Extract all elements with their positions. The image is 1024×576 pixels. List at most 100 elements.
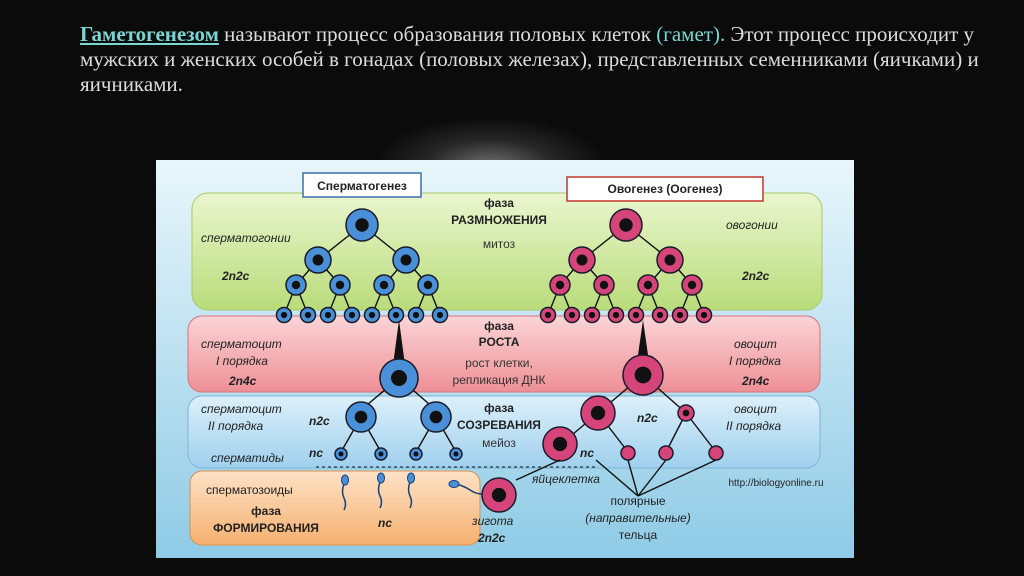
polar-bodies-label-2: (направительные) bbox=[585, 511, 690, 525]
female-polar-body-3 bbox=[658, 445, 674, 461]
phase3-process: мейоз bbox=[482, 436, 516, 450]
female-cell-l2-3 bbox=[681, 274, 703, 296]
phase1-name: РАЗМНОЖЕНИЯ bbox=[451, 213, 547, 227]
male-formula-5: nc bbox=[378, 516, 392, 530]
spermatogonia-label: сперматогонии bbox=[201, 231, 291, 245]
male-cell-l2-3 bbox=[417, 274, 439, 296]
oocyte1-label-b: I порядка bbox=[729, 354, 781, 368]
male-spermatocyte-2-1 bbox=[420, 401, 452, 433]
male-cell-l2-0 bbox=[285, 274, 307, 296]
intro-paragraph: Гаметогенезом называют процесс образован… bbox=[80, 22, 980, 97]
female-cell-l2-2 bbox=[637, 274, 659, 296]
female-egg-cell bbox=[542, 426, 578, 462]
phase-band-reproduction bbox=[191, 192, 823, 311]
phase1-label: фаза bbox=[484, 196, 514, 210]
intro-text-2: Этот процесс происходит у мужских и женс… bbox=[80, 22, 979, 96]
oocyte2-label-b: II порядка bbox=[726, 419, 782, 433]
male-cell-l2-2 bbox=[373, 274, 395, 296]
female-growth-wedge bbox=[637, 320, 649, 362]
female-cell-l3-0 bbox=[539, 306, 557, 324]
female-formula-2: 2n4c bbox=[741, 374, 770, 388]
intro-gametes: (гамет). bbox=[656, 22, 726, 46]
phase4-label: фаза bbox=[251, 504, 281, 518]
male-spermatocyte-1 bbox=[379, 358, 419, 398]
male-spermatid-0 bbox=[334, 447, 348, 461]
phase4-name: ФОРМИРОВАНИЯ bbox=[213, 521, 319, 535]
phase2-label: фаза bbox=[484, 319, 514, 333]
male-title-box bbox=[302, 172, 422, 198]
oocyte1-label-a: овоцит bbox=[734, 337, 777, 351]
spermatozoa-heads bbox=[341, 472, 460, 488]
female-cell-l3-4 bbox=[627, 306, 645, 324]
phase1-process: митоз bbox=[483, 237, 516, 251]
egg-to-zygote-line bbox=[515, 459, 561, 481]
spermatozoa-group bbox=[341, 481, 483, 511]
spermatozoon-tail-4 bbox=[455, 483, 483, 495]
male-cell-l3-0 bbox=[275, 306, 293, 324]
male-spermatid-3 bbox=[449, 447, 463, 461]
spermatozoon-head-4 bbox=[448, 480, 460, 488]
female-cell-l2-0 bbox=[549, 274, 571, 296]
female-polar-body-1 bbox=[677, 404, 695, 422]
female-cell-l3-2 bbox=[583, 306, 601, 324]
female-title: Овогенез (Оогенез) bbox=[608, 182, 723, 196]
phase2-process1: рост клетки, bbox=[465, 356, 533, 370]
spermatozoon-tail-1 bbox=[341, 483, 347, 511]
male-cell-l3-4 bbox=[363, 306, 381, 324]
phase3-name: СОЗРЕВАНИЯ bbox=[457, 418, 541, 432]
female-cell-root bbox=[609, 208, 643, 242]
spermatocyte2-label-b: II порядка bbox=[208, 419, 264, 433]
female-oocyte-2 bbox=[580, 395, 616, 431]
female-cell-l3-7 bbox=[695, 306, 713, 324]
spermatids-label: сперматиды bbox=[211, 451, 284, 465]
phase2-name: РОСТА bbox=[479, 335, 520, 349]
male-spermatocyte-2-0 bbox=[345, 401, 377, 433]
phase2-process2: репликация ДНК bbox=[453, 373, 546, 387]
polar-pointer-2 bbox=[637, 459, 667, 497]
male-cell-l3-7 bbox=[431, 306, 449, 324]
spermatozoon-tail-3 bbox=[407, 481, 413, 509]
female-cell-l3-5 bbox=[651, 306, 669, 324]
male-formula-4: nc bbox=[309, 446, 323, 460]
female-oocyte-1 bbox=[622, 354, 664, 396]
male-spermatid-2 bbox=[409, 447, 423, 461]
polar-pointer-1 bbox=[627, 459, 639, 497]
male-formula-2: 2n4c bbox=[228, 374, 257, 388]
spermatozoa-label: сперматозоиды bbox=[206, 483, 293, 497]
zygote-label: зигота bbox=[471, 514, 514, 528]
male-spermatid-1 bbox=[374, 447, 388, 461]
oocyte2-label-a: овоцит bbox=[734, 402, 777, 416]
phase-band-formation bbox=[189, 470, 481, 546]
female-polar-body-4 bbox=[708, 445, 724, 461]
spermatozoon-head-1 bbox=[341, 474, 349, 486]
male-formula-1: 2n2c bbox=[221, 269, 250, 283]
phase3-label: фаза bbox=[484, 401, 514, 415]
zygote-cell bbox=[481, 477, 517, 513]
female-cell-l1-0 bbox=[568, 246, 596, 274]
polar-bodies-label-1: полярные bbox=[610, 494, 665, 508]
male-cell-l3-2 bbox=[319, 306, 337, 324]
cell-trees bbox=[275, 208, 724, 513]
male-formula-3: n2c bbox=[309, 414, 330, 428]
female-cell-l3-3 bbox=[607, 306, 625, 324]
gametogenesis-diagram: Сперматогенез Овогенез (Оогенез) фаза РА… bbox=[156, 160, 854, 558]
female-polar-body-2 bbox=[620, 445, 636, 461]
male-cell-l3-5 bbox=[387, 306, 405, 324]
polar-bodies-label-3: тельца bbox=[619, 528, 658, 542]
female-title-box bbox=[566, 176, 764, 202]
male-growth-wedge bbox=[393, 320, 405, 365]
female-cell-l3-6 bbox=[671, 306, 689, 324]
spermatozoon-head-3 bbox=[407, 472, 415, 484]
female-cell-l3-1 bbox=[563, 306, 581, 324]
female-cell-l2-1 bbox=[593, 274, 615, 296]
female-formula-3: n2c bbox=[637, 411, 658, 425]
female-formula-1: 2n2c bbox=[741, 269, 770, 283]
polar-pointer-3 bbox=[637, 459, 717, 497]
female-formula-4: nc bbox=[580, 446, 594, 460]
term-gametogenesis: Гаметогенезом bbox=[80, 22, 219, 46]
oogonia-label: овогонии bbox=[726, 218, 778, 232]
male-cell-l3-6 bbox=[407, 306, 425, 324]
spermatocyte1-label-b: I порядка bbox=[216, 354, 268, 368]
male-cell-l3-3 bbox=[343, 306, 361, 324]
male-cell-l3-1 bbox=[299, 306, 317, 324]
